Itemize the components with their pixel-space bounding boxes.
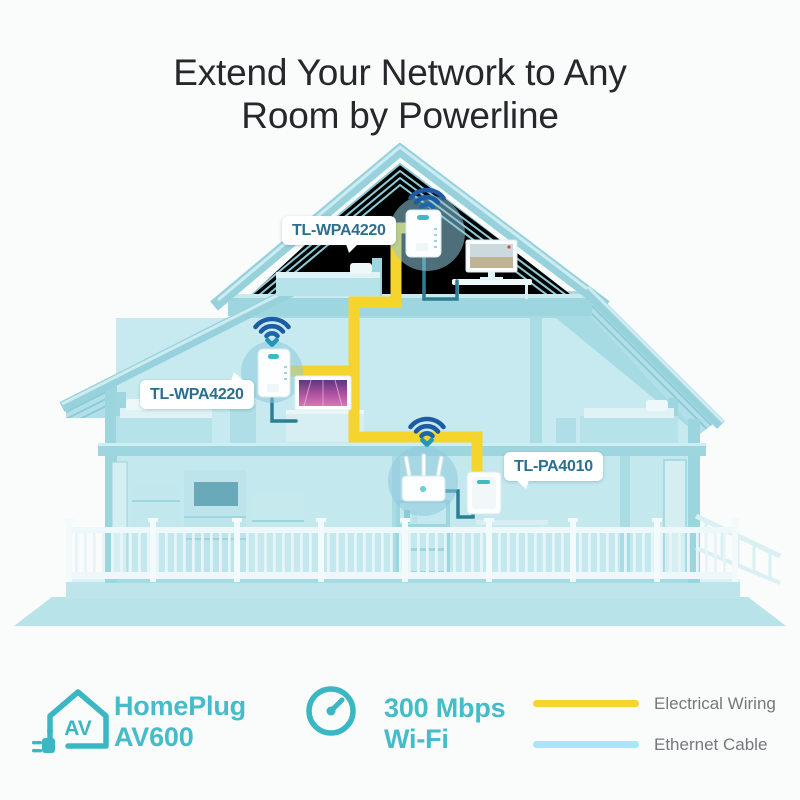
device-label-text: TL-PA4010 [514,458,593,475]
feature-homeplug: HomePlug AV600 [114,691,246,752]
attic-furniture [276,258,532,299]
powerline-adapter-ground [466,471,502,515]
powerline-extender-middle [257,348,291,398]
ground-mound [14,597,786,626]
device-label-middle: TL-WPA4220 [140,372,254,409]
speedometer-icon [306,686,356,736]
picket-fence [64,518,740,582]
page-title: Extend Your Network to Any Room by Power… [0,51,800,137]
feature-wifi-speed: 300 Mbps Wi-Fi [384,693,506,754]
av-badge: AV [64,717,92,740]
device-label-text: TL-WPA4220 [292,222,386,239]
device-label-text: TL-WPA4220 [150,386,244,403]
house-scene: TL-WPA4220 TL-WPA4220 TL-PA4010 [14,142,786,626]
tv-screen [294,375,352,411]
deck-slab [66,579,740,599]
house-illustration [14,142,786,626]
legend-label-ethernet: Ethernet Cable [654,735,768,754]
device-label-attic: TL-WPA4220 [282,216,396,253]
legend-label-electrical: Electrical Wiring [654,694,776,713]
title-line-1: Extend Your Network to Any [173,51,627,93]
left-roof [59,279,309,412]
legend-swatch-electrical [533,700,639,707]
middle-furniture [116,392,678,443]
wireless-router [401,453,446,502]
device-label-ground: TL-PA4010 [504,452,603,489]
powerline-extender-attic [405,209,442,258]
attic-floor [228,294,592,316]
homeplug-av600-icon: AV [32,689,109,753]
title-line-2: Room by Powerline [241,94,559,136]
right-roof [582,286,725,429]
attic-roof [210,142,610,311]
desktop-monitor [465,239,518,280]
legend-swatch-ethernet [533,741,639,748]
